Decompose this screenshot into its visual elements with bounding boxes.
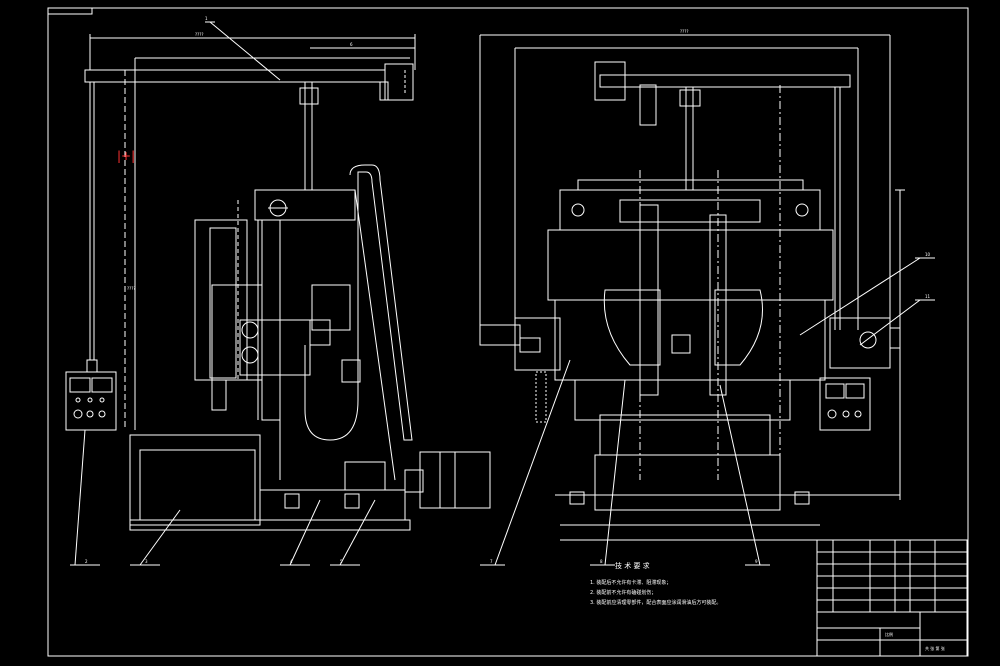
callout-2: 2 (85, 559, 88, 564)
callout-11: 11 (925, 294, 931, 299)
callout-10: 10 (925, 252, 931, 257)
tech-requirement-1: 1. 装配后不允许有卡滞、阻滞现象； (590, 579, 671, 586)
callout-7: 7 (490, 559, 493, 564)
title-block-scale: 比例 (885, 631, 893, 637)
dim-left-vertical: ???? (127, 286, 136, 291)
tech-requirement-2: 2. 装配前不允许有磕碰划伤； (590, 589, 656, 596)
callout-5: 5 (340, 559, 343, 564)
callout-4: 4 (290, 559, 293, 564)
callout-8: 8 (600, 559, 603, 564)
title-block-sheet: 共 张 第 张 (925, 645, 945, 651)
callout-1: 1 (205, 16, 208, 21)
callout-9: 9 (755, 559, 758, 564)
dim-top-right: ???? (680, 29, 689, 34)
right-front-view (479, 34, 935, 566)
dim-top-left: ???? (195, 32, 204, 37)
title-block (816, 539, 968, 657)
pendant-control-right (819, 377, 871, 431)
tech-requirements-title: 技 术 要 求 (615, 561, 650, 570)
drawing-border (47, 7, 969, 657)
red-mark: |+| (117, 149, 135, 163)
callout-3: 3 (145, 559, 148, 564)
pendant-control (65, 371, 117, 431)
left-side-view (65, 21, 491, 566)
callout-6: 6 (350, 42, 353, 47)
tag-box (47, 7, 93, 15)
tech-requirement-3: 3. 装配前应清理零部件，配合表面应涂润滑油后方可装配。 (590, 599, 721, 606)
